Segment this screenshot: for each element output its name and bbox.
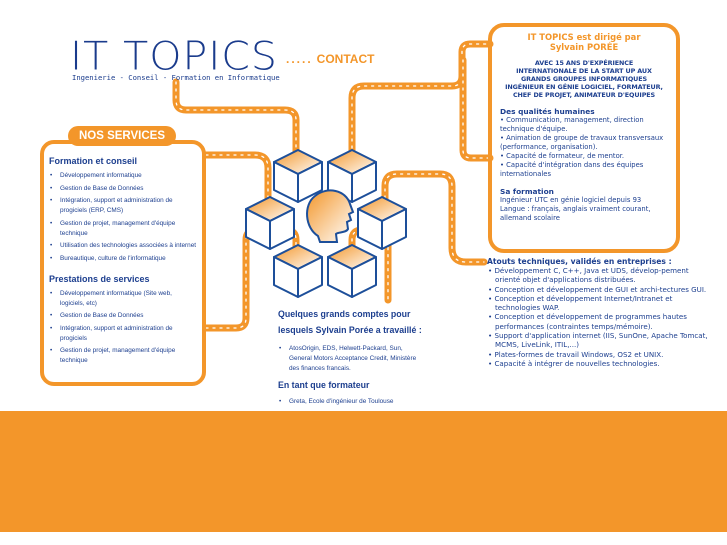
clients-heading: Quelques grands comptes pour [278, 309, 411, 319]
formation-line: Ingénieur UTC en génie logiciel depuis 9… [500, 196, 642, 204]
service-item: Intégration, support et administration d… [49, 196, 197, 216]
pipe-arrows [205, 154, 269, 206]
service-item: Bureautique, culture de l'informatique [49, 254, 197, 264]
qualities-list: • Communication, management, direction t… [500, 116, 668, 179]
service-item: Développement informatique [49, 171, 197, 181]
quality-item: • Animation de groupe de travaux transve… [500, 134, 664, 151]
quality-item: • Communication, management, direction t… [500, 116, 644, 133]
client-item: AtosOrigin, EDS, Helwett-Packard, Sun, G… [278, 344, 426, 374]
contact-link[interactable]: .....CONTACT [286, 52, 374, 66]
contact-label: CONTACT [316, 52, 375, 66]
section-heading: Prestations de services [49, 273, 150, 284]
trainer-heading: En tant que formateur [278, 379, 370, 390]
pipe-arrows [175, 81, 297, 161]
cube-icon [273, 149, 323, 203]
pipe-connector [202, 151, 272, 209]
contact-dots: ..... [286, 52, 313, 66]
trainer-item: Greta, Ecole d'ingénieur de Toulouse [278, 397, 426, 407]
pipe-arrows [462, 59, 491, 159]
section-heading: Formation et conseil [49, 156, 138, 166]
quality-item: • Capacité de formateur, de mentor. [500, 152, 625, 160]
experience-line: INTERNATIONALE DE LA START UP AUX [516, 67, 652, 75]
atout-item: • Plates-formes de travail Windows, OS2 … [488, 349, 664, 359]
service-item: Gestion de projet, management d'équipe t… [49, 219, 197, 239]
experience-line: GRANDS GROUPES INFORMATIQUES [520, 75, 648, 83]
atouts-heading: Atouts techniques, validés en entreprise… [487, 257, 672, 266]
atout-item: • Capacité à intégrer de nouvelles techn… [488, 358, 660, 368]
atout-item: • Support d'application internet (IIS, S… [488, 331, 708, 350]
services-title: NOS SERVICES [68, 126, 176, 146]
pipe-connector [459, 56, 494, 162]
formation-list: Ingénieur UTC en génie logiciel depuis 9… [500, 196, 668, 223]
service-item: Gestion de Base de Données [49, 311, 197, 321]
services-content: Formation et conseil Développement infor… [49, 156, 197, 369]
cube-icon [357, 196, 407, 250]
formation-heading: Sa formation [500, 187, 554, 196]
service-item: Intégration, support et administration d… [49, 324, 197, 344]
head-icon [306, 189, 355, 243]
quality-item: • Capacité d'intégration dans des équipe… [500, 161, 644, 178]
cube-icon [327, 149, 377, 203]
logo[interactable]: IT TOPICS [70, 33, 278, 79]
cube-icon [245, 196, 295, 250]
service-item: Utilisation des technologies associées à… [49, 241, 197, 251]
atout-item: • Conception et développement de GUI et … [488, 284, 707, 294]
atouts-section: Atouts techniques, validés en entreprise… [487, 257, 712, 368]
qualities-heading: Des qualités humaines [500, 107, 595, 116]
cube-icon [273, 244, 323, 298]
service-item: Développement informatique (Site web, lo… [49, 289, 197, 309]
atout-item: • Développement C, C++, Java et UDS, dév… [488, 266, 689, 285]
clients-section: Quelques grands comptes pour lesquels Sy… [278, 306, 468, 409]
atout-item: • Conception et développement Internet/I… [488, 293, 673, 313]
tagline: Ingenierie - Conseil - Formation en Info… [72, 73, 280, 82]
atout-item: • Conception et développement de program… [488, 312, 687, 331]
clients-heading: lesquels Sylvain Porée a travaillé : [278, 325, 422, 335]
service-item: Gestion de Base de Données [49, 184, 197, 194]
service-item: Gestion de projet, management d'équipe t… [49, 346, 197, 366]
pipe-arrows [351, 43, 491, 156]
formation-line: Langue : français, anglais vraiment cour… [500, 205, 651, 222]
experience-line: CHEF DE PROJET, ANIMATEUR D'EQUIPES [512, 91, 656, 99]
experience-line: AVEC 15 ANS D'EXPÉRIENCE [534, 59, 634, 67]
pipe-arrows [384, 173, 485, 263]
experience-line: INGÉNIEUR EN GÉNIE LOGICIEL, FORMATEUR, [505, 83, 663, 91]
cube-icon [327, 244, 377, 298]
pipe-arrows [205, 229, 297, 329]
footer-band [0, 411, 727, 532]
